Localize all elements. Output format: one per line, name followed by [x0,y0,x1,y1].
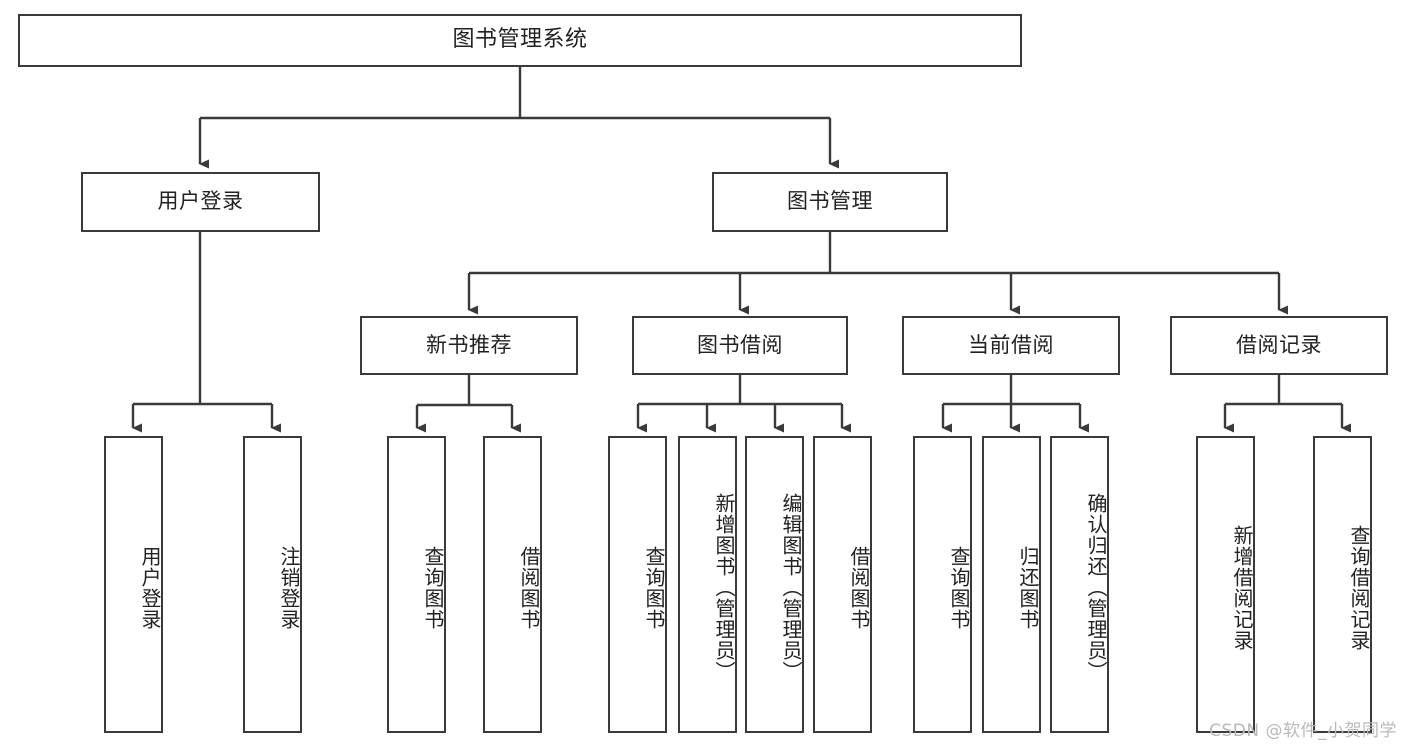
node-leaf-borrow-book-2[interactable]: 借阅图书 [813,436,872,733]
node-leaf-query-book-2-label: 查询图书 [642,545,666,630]
node-book-manage-label: 图书管理 [787,189,873,214]
node-leaf-confirm-return-label: 确认归还（管理员） [1084,493,1108,682]
node-user-login-label: 用户登录 [157,189,244,214]
node-leaf-return-book-label: 归还图书 [1016,545,1040,630]
node-leaf-confirm-return[interactable]: 确认归还（管理员） [1050,436,1109,733]
node-user-login[interactable]: 用户登录 [81,172,320,232]
node-book-manage[interactable]: 图书管理 [712,172,948,232]
node-current-borrow[interactable]: 当前借阅 [902,316,1120,375]
node-leaf-query-book-3[interactable]: 查询图书 [913,436,972,733]
node-leaf-edit-book[interactable]: 编辑图书（管理员） [745,436,804,733]
node-leaf-add-book[interactable]: 新增图书（管理员） [678,436,737,733]
node-leaf-add-record[interactable]: 新增借阅记录 [1196,436,1255,733]
node-new-book-rec[interactable]: 新书推荐 [360,316,578,375]
node-leaf-edit-book-label: 编辑图书（管理员） [779,493,803,682]
node-new-book-rec-label: 新书推荐 [426,332,512,357]
node-leaf-borrow-book-1-label: 借阅图书 [517,545,541,630]
node-leaf-query-book-3-label: 查询图书 [947,545,971,630]
node-leaf-logout-label: 注销登录 [277,545,301,630]
node-borrow-record-label: 借阅记录 [1236,332,1322,357]
node-leaf-query-book-2[interactable]: 查询图书 [608,436,667,733]
node-book-borrow[interactable]: 图书借阅 [632,316,848,375]
node-leaf-add-book-label: 新增图书（管理员） [712,493,736,682]
node-leaf-user-login[interactable]: 用户登录 [104,436,163,733]
node-borrow-record[interactable]: 借阅记录 [1170,316,1388,375]
node-leaf-query-book-1-label: 查询图书 [421,545,445,630]
node-book-borrow-label: 图书借阅 [697,332,783,357]
node-leaf-add-record-label: 新增借阅记录 [1230,524,1254,651]
node-current-borrow-label: 当前借阅 [968,332,1054,357]
node-leaf-user-login-label: 用户登录 [138,545,162,630]
node-leaf-borrow-book-1[interactable]: 借阅图书 [483,436,542,733]
node-leaf-logout[interactable]: 注销登录 [243,436,302,733]
watermark: CSDN @软件_小贺同学 [1209,721,1397,741]
node-root-label: 图书管理系统 [452,27,588,53]
node-leaf-query-record[interactable]: 查询借阅记录 [1313,436,1372,733]
node-leaf-query-record-label: 查询借阅记录 [1347,524,1371,651]
node-leaf-borrow-book-2-label: 借阅图书 [847,545,871,630]
node-leaf-query-book-1[interactable]: 查询图书 [387,436,446,733]
node-root[interactable]: 图书管理系统 [18,14,1022,67]
node-leaf-return-book[interactable]: 归还图书 [982,436,1041,733]
